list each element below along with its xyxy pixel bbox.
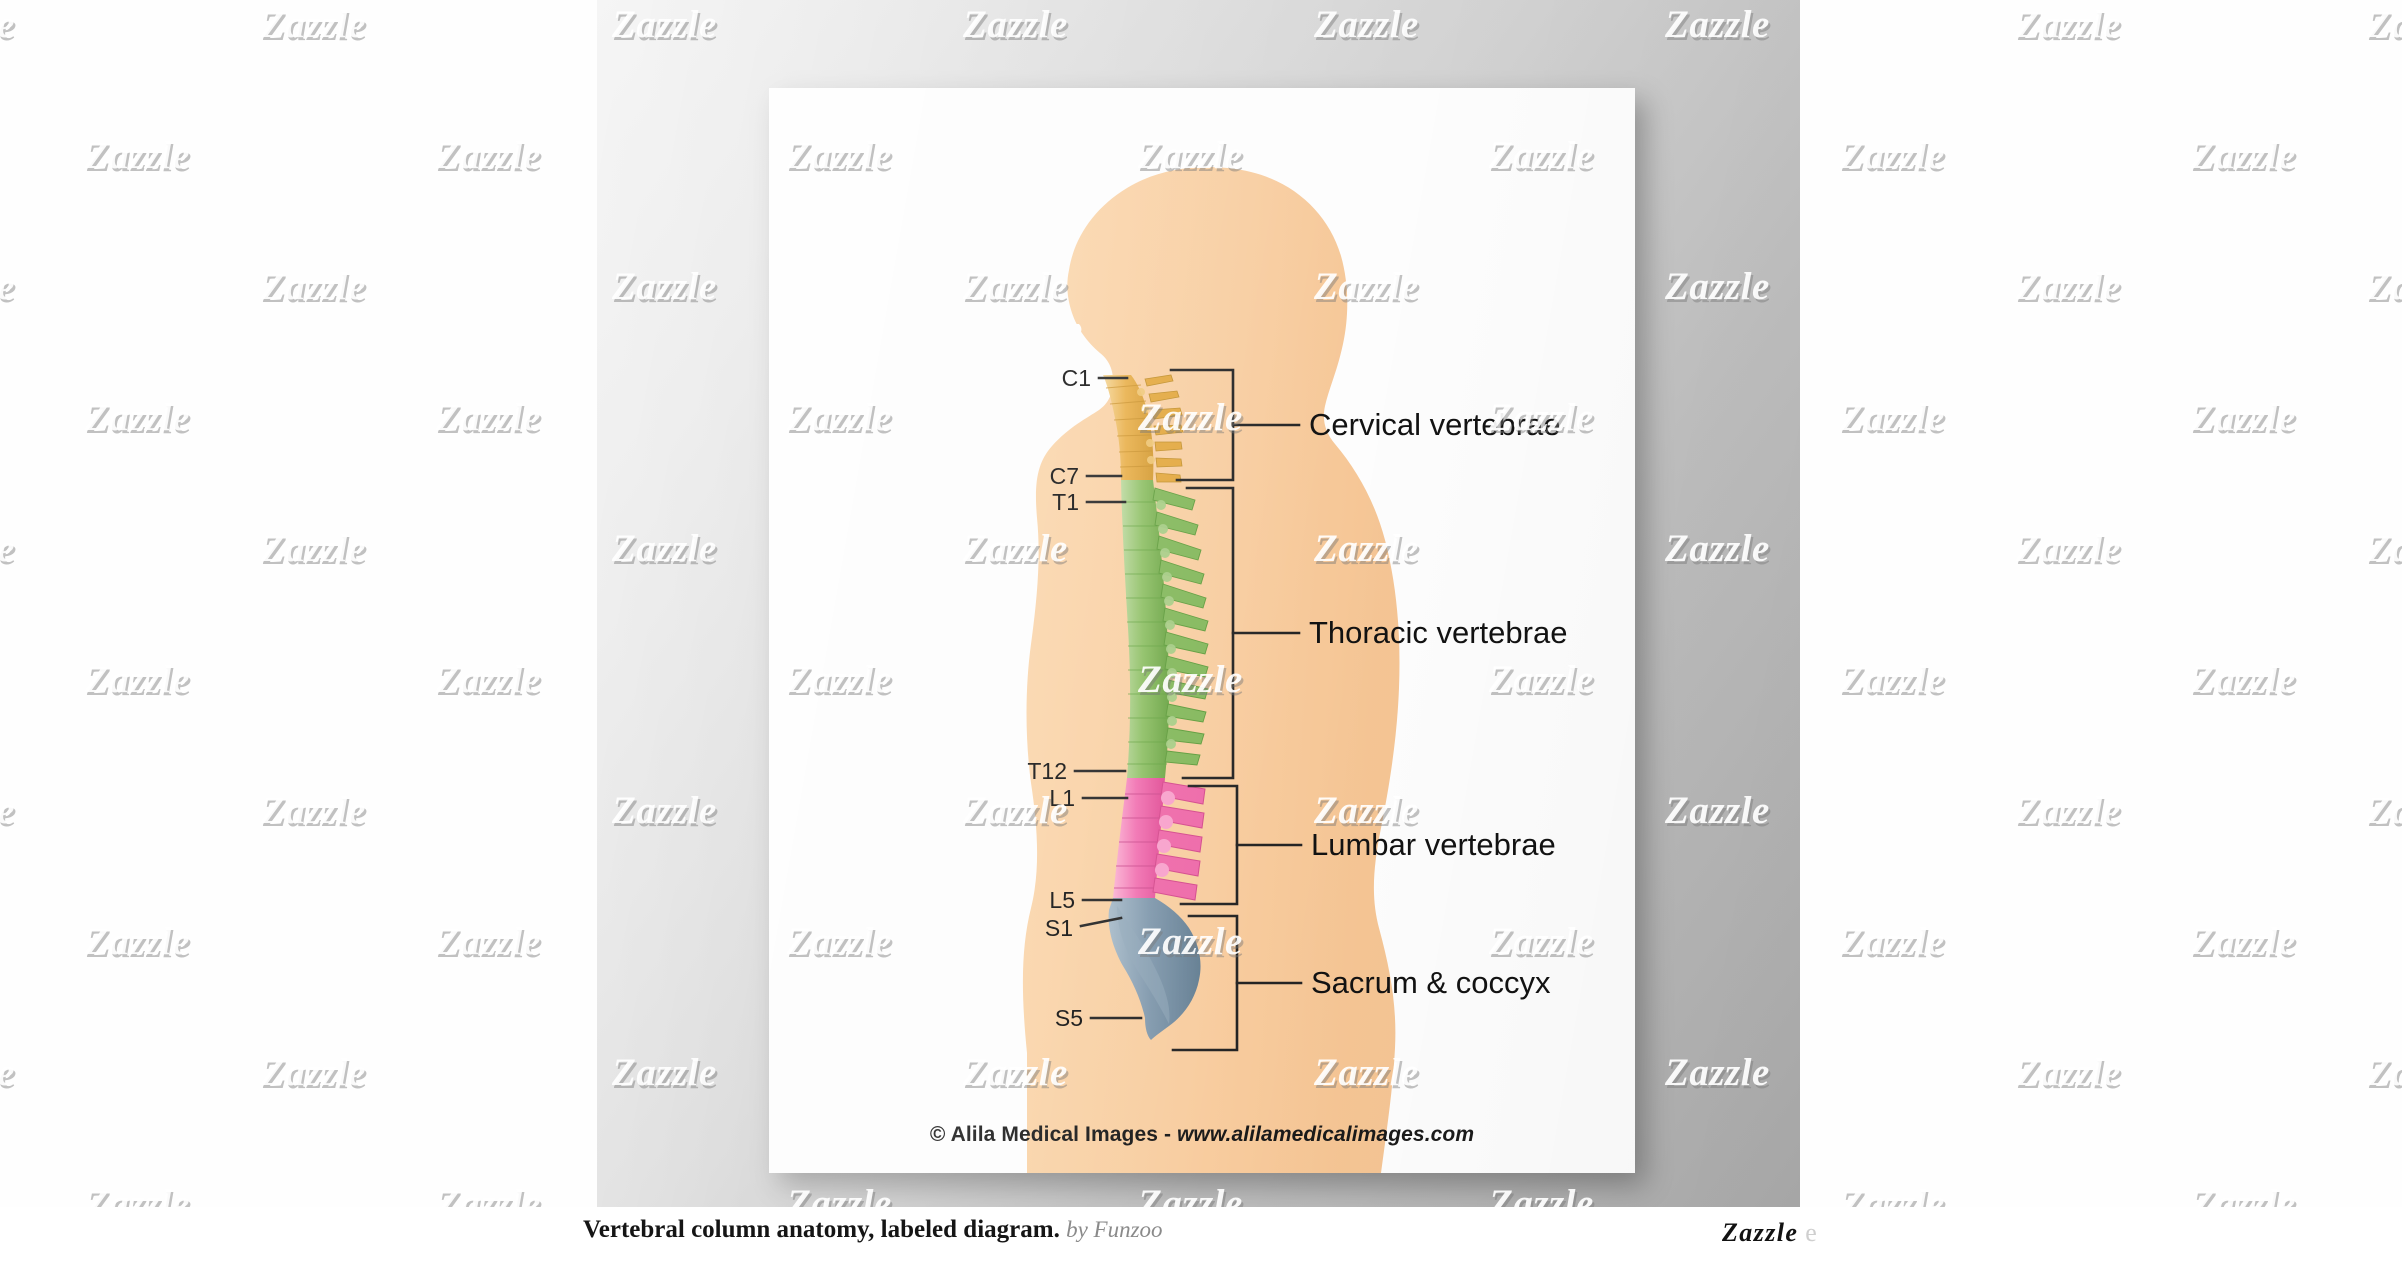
watermark-text: Zazzle — [0, 526, 15, 571]
watermark-text: Zazzle — [1840, 658, 1945, 701]
poster: C1 C7 T1 T12 L1 L5 S1 S5 Cervical verteb… — [769, 88, 1635, 1173]
region-label-cervical: Cervical vertebrae — [1309, 407, 1561, 442]
region-label-thoracic: Thoracic vertebrae — [1309, 615, 1567, 650]
watermark-text: Zazzle — [85, 396, 190, 439]
watermark-text: Zazzle — [0, 1050, 15, 1095]
watermark-text: Zazzle — [261, 789, 366, 832]
region-label-sacrum: Sacrum & coccyx — [1311, 965, 1551, 1000]
region-label-lumbar: Lumbar vertebrae — [1311, 827, 1556, 862]
product-title-text: Vertebral column anatomy, labeled diagra… — [583, 1216, 1060, 1243]
watermark-text: Zazzle — [261, 527, 366, 570]
cervical-vertebrae — [1103, 374, 1184, 483]
vertebra-label-s5: S5 — [1055, 1005, 1083, 1031]
watermark-text: Zazzle — [2016, 789, 2121, 832]
vertebra-label-l1: L1 — [1049, 785, 1075, 811]
credit-separator: - — [1163, 1123, 1172, 1146]
vertebra-label-group: C1 C7 T1 T12 L1 L5 S1 S5 — [1027, 365, 1091, 1031]
watermark-text: Zazzle — [2367, 265, 2402, 308]
leader-s1 — [1079, 916, 1123, 928]
watermark-text: Zazzle — [2016, 3, 2121, 46]
vertebra-label-c1: C1 — [1062, 365, 1091, 391]
watermark-text: Zazzle — [2367, 3, 2402, 46]
watermark-text: Zazzle — [2016, 265, 2121, 308]
leader-lines — [1073, 368, 1303, 1052]
vertebra-label-t12: T12 — [1027, 758, 1067, 784]
credit-url: www.alilamedicalimages.com — [1177, 1123, 1475, 1146]
anatomy-diagram: C1 C7 T1 T12 L1 L5 S1 S5 Cervical verteb… — [769, 88, 1635, 1173]
watermark-text: Zazzle — [2016, 1051, 2121, 1094]
watermark-text: Zazzle — [2191, 658, 2296, 701]
artist-credit: © Alila Medical Images - www.alilamedica… — [769, 1123, 1635, 1147]
thoracic-vertebrae — [1121, 480, 1209, 778]
watermark-text: Zazzle — [1840, 396, 1945, 439]
watermark-text: Zazzle — [436, 920, 541, 963]
watermark-text: Zazzle — [261, 1051, 366, 1094]
vertebra-label-t1: T1 — [1052, 489, 1079, 515]
lumbar-vertebrae — [1113, 778, 1206, 901]
zazzle-wordmark: Zazzle — [1722, 1218, 1799, 1247]
region-label-group: Cervical vertebrae Thoracic vertebrae Lu… — [1309, 407, 1567, 1000]
watermark-text: Zazzle — [436, 134, 541, 177]
watermark-text: Zazzle — [85, 920, 190, 963]
sacrum-coccyx — [1108, 898, 1201, 1040]
watermark-text: Zazzle — [0, 788, 15, 833]
watermark-text: Zazzle — [2367, 1051, 2402, 1094]
zazzle-mark-icon: e — [1805, 1218, 1819, 1247]
watermark-text: Zazzle — [436, 658, 541, 701]
copyright-text: © Alila Medical Images — [929, 1123, 1159, 1146]
product-title: Vertebral column anatomy, labeled diagra… — [583, 1216, 1163, 1244]
watermark-text: Zazzle — [2367, 527, 2402, 570]
watermark-text: Zazzle — [0, 264, 15, 309]
watermark-text: Zazzle — [261, 3, 366, 46]
watermark-text: Zazzle — [85, 658, 190, 701]
watermark-text: Zazzle — [2367, 789, 2402, 832]
watermark-text: Zazzle — [261, 265, 366, 308]
watermark-text: Zazzle — [1840, 134, 1945, 177]
product-image[interactable]: C1 C7 T1 T12 L1 L5 S1 S5 Cervical verteb… — [597, 0, 1800, 1207]
caption-bar: Vertebral column anatomy, labeled diagra… — [0, 1207, 2402, 1262]
vertebra-label-c7: C7 — [1050, 463, 1079, 489]
product-author: by Funzoo — [1066, 1217, 1163, 1242]
vertebra-label-l5: L5 — [1049, 887, 1075, 913]
watermark-text: Zazzle — [436, 396, 541, 439]
watermark-text: Zazzle — [0, 2, 15, 47]
watermark-text: Zazzle — [2191, 920, 2296, 963]
watermark-text: Zazzle — [85, 134, 190, 177]
watermark-text: Zazzle — [2016, 527, 2121, 570]
vertebra-label-s1: S1 — [1045, 915, 1073, 941]
watermark-text: Zazzle — [2191, 396, 2296, 439]
watermark-text: Zazzle — [1840, 920, 1945, 963]
watermark-text: Zazzle — [2191, 134, 2296, 177]
